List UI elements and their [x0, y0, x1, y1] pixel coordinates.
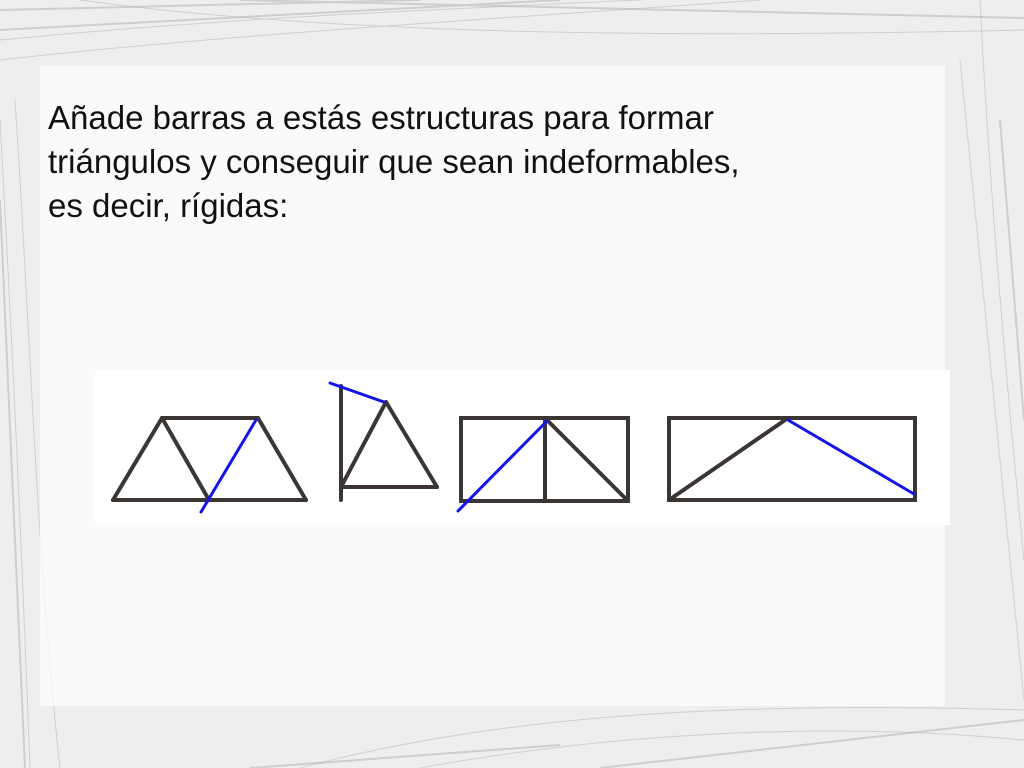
added-bar-4 — [786, 418, 916, 496]
slide-title: Añade barras a estás estructuras para fo… — [48, 96, 948, 228]
title-line-3: es decir, rígidas: — [48, 187, 289, 224]
rectangle-peak-bars — [667, 416, 917, 502]
trapezoid-truss — [111, 416, 308, 514]
trapezoid-frame — [111, 416, 308, 502]
post-with-triangle — [328, 381, 439, 502]
rectangle-split-bars — [459, 416, 630, 503]
title-line-1: Añade barras a estás estructuras para fo… — [48, 99, 714, 136]
post-triangle-frame — [339, 384, 439, 502]
rectangle-peak-frame — [667, 416, 917, 502]
added-bar-3 — [456, 419, 549, 513]
added-bar-2 — [328, 381, 386, 404]
added-bar-1 — [199, 418, 258, 514]
rectangle-split-frame — [456, 416, 630, 513]
title-line-2: triángulos y conseguir que sean indeform… — [48, 143, 740, 180]
